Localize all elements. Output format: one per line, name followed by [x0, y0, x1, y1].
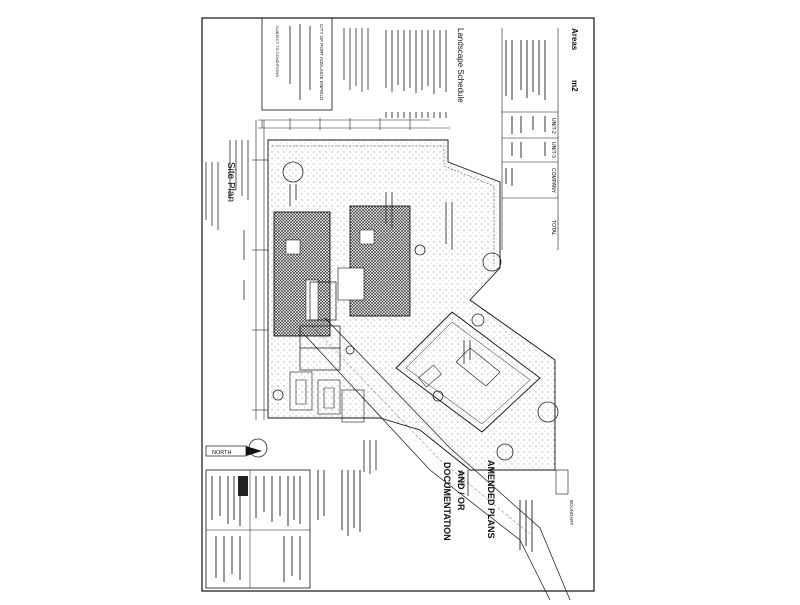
council-name: CITY OF PORT ADELAIDE ENFIELD	[319, 24, 324, 101]
driveway	[299, 317, 571, 601]
stamp-line-2: AND / OR	[456, 470, 466, 511]
amended-plans-stamp: AMENDED PLANS AND / OR DOCUMENTATION	[442, 460, 496, 541]
title-block	[205, 469, 311, 589]
building-annotations	[289, 184, 471, 474]
side-notes	[229, 140, 249, 300]
site-plan-title: Site Plan	[225, 162, 236, 202]
driveway-notes	[317, 470, 533, 552]
car-bays	[289, 371, 365, 423]
areas-table: Areas m2 UNIT-2 UNIT-3 COMPANY TOTAL	[501, 28, 579, 250]
areas-col-company: COMPANY	[550, 168, 556, 194]
dimension-lines	[252, 118, 450, 420]
company-logo	[238, 476, 248, 496]
title-block-lines	[211, 476, 301, 582]
stamp-line-3: DOCUMENTATION	[442, 462, 452, 541]
trees	[248, 161, 559, 461]
areas-col-unit-3: UNIT-3	[550, 142, 556, 158]
landscape-schedule: Landscape Schedule	[343, 28, 465, 118]
areas-unit: m2	[570, 80, 579, 92]
boundary-label: BOUNDARY	[569, 500, 574, 525]
boundary-label-block: BOUNDARY	[555, 469, 574, 525]
council-conditions: SUBJECT TO CONDITIONS	[275, 26, 280, 77]
north-arrow: NORTH	[205, 445, 262, 457]
garage-block	[299, 281, 341, 371]
landscape-title: Landscape Schedule	[456, 28, 465, 103]
areas-title: Areas	[570, 28, 579, 51]
landscape-notes	[343, 28, 369, 92]
council-approval-box: CITY OF PORT ADELAIDE ENFIELD SUBJECT TO…	[261, 17, 333, 111]
north-label: NORTH	[212, 450, 231, 456]
areas-col-unit-2: UNIT-2	[550, 118, 556, 134]
unit-right-building	[337, 205, 411, 317]
landscape-rows	[385, 30, 447, 118]
sheet-border	[201, 17, 595, 592]
site-plan-title-block: Site Plan	[205, 162, 236, 230]
stamp-line-1: AMENDED PLANS	[486, 460, 496, 539]
unit-left-building	[273, 211, 331, 337]
areas-table-rows	[505, 40, 546, 186]
existing-dwelling	[395, 311, 541, 433]
areas-col-total: TOTAL	[550, 220, 556, 236]
